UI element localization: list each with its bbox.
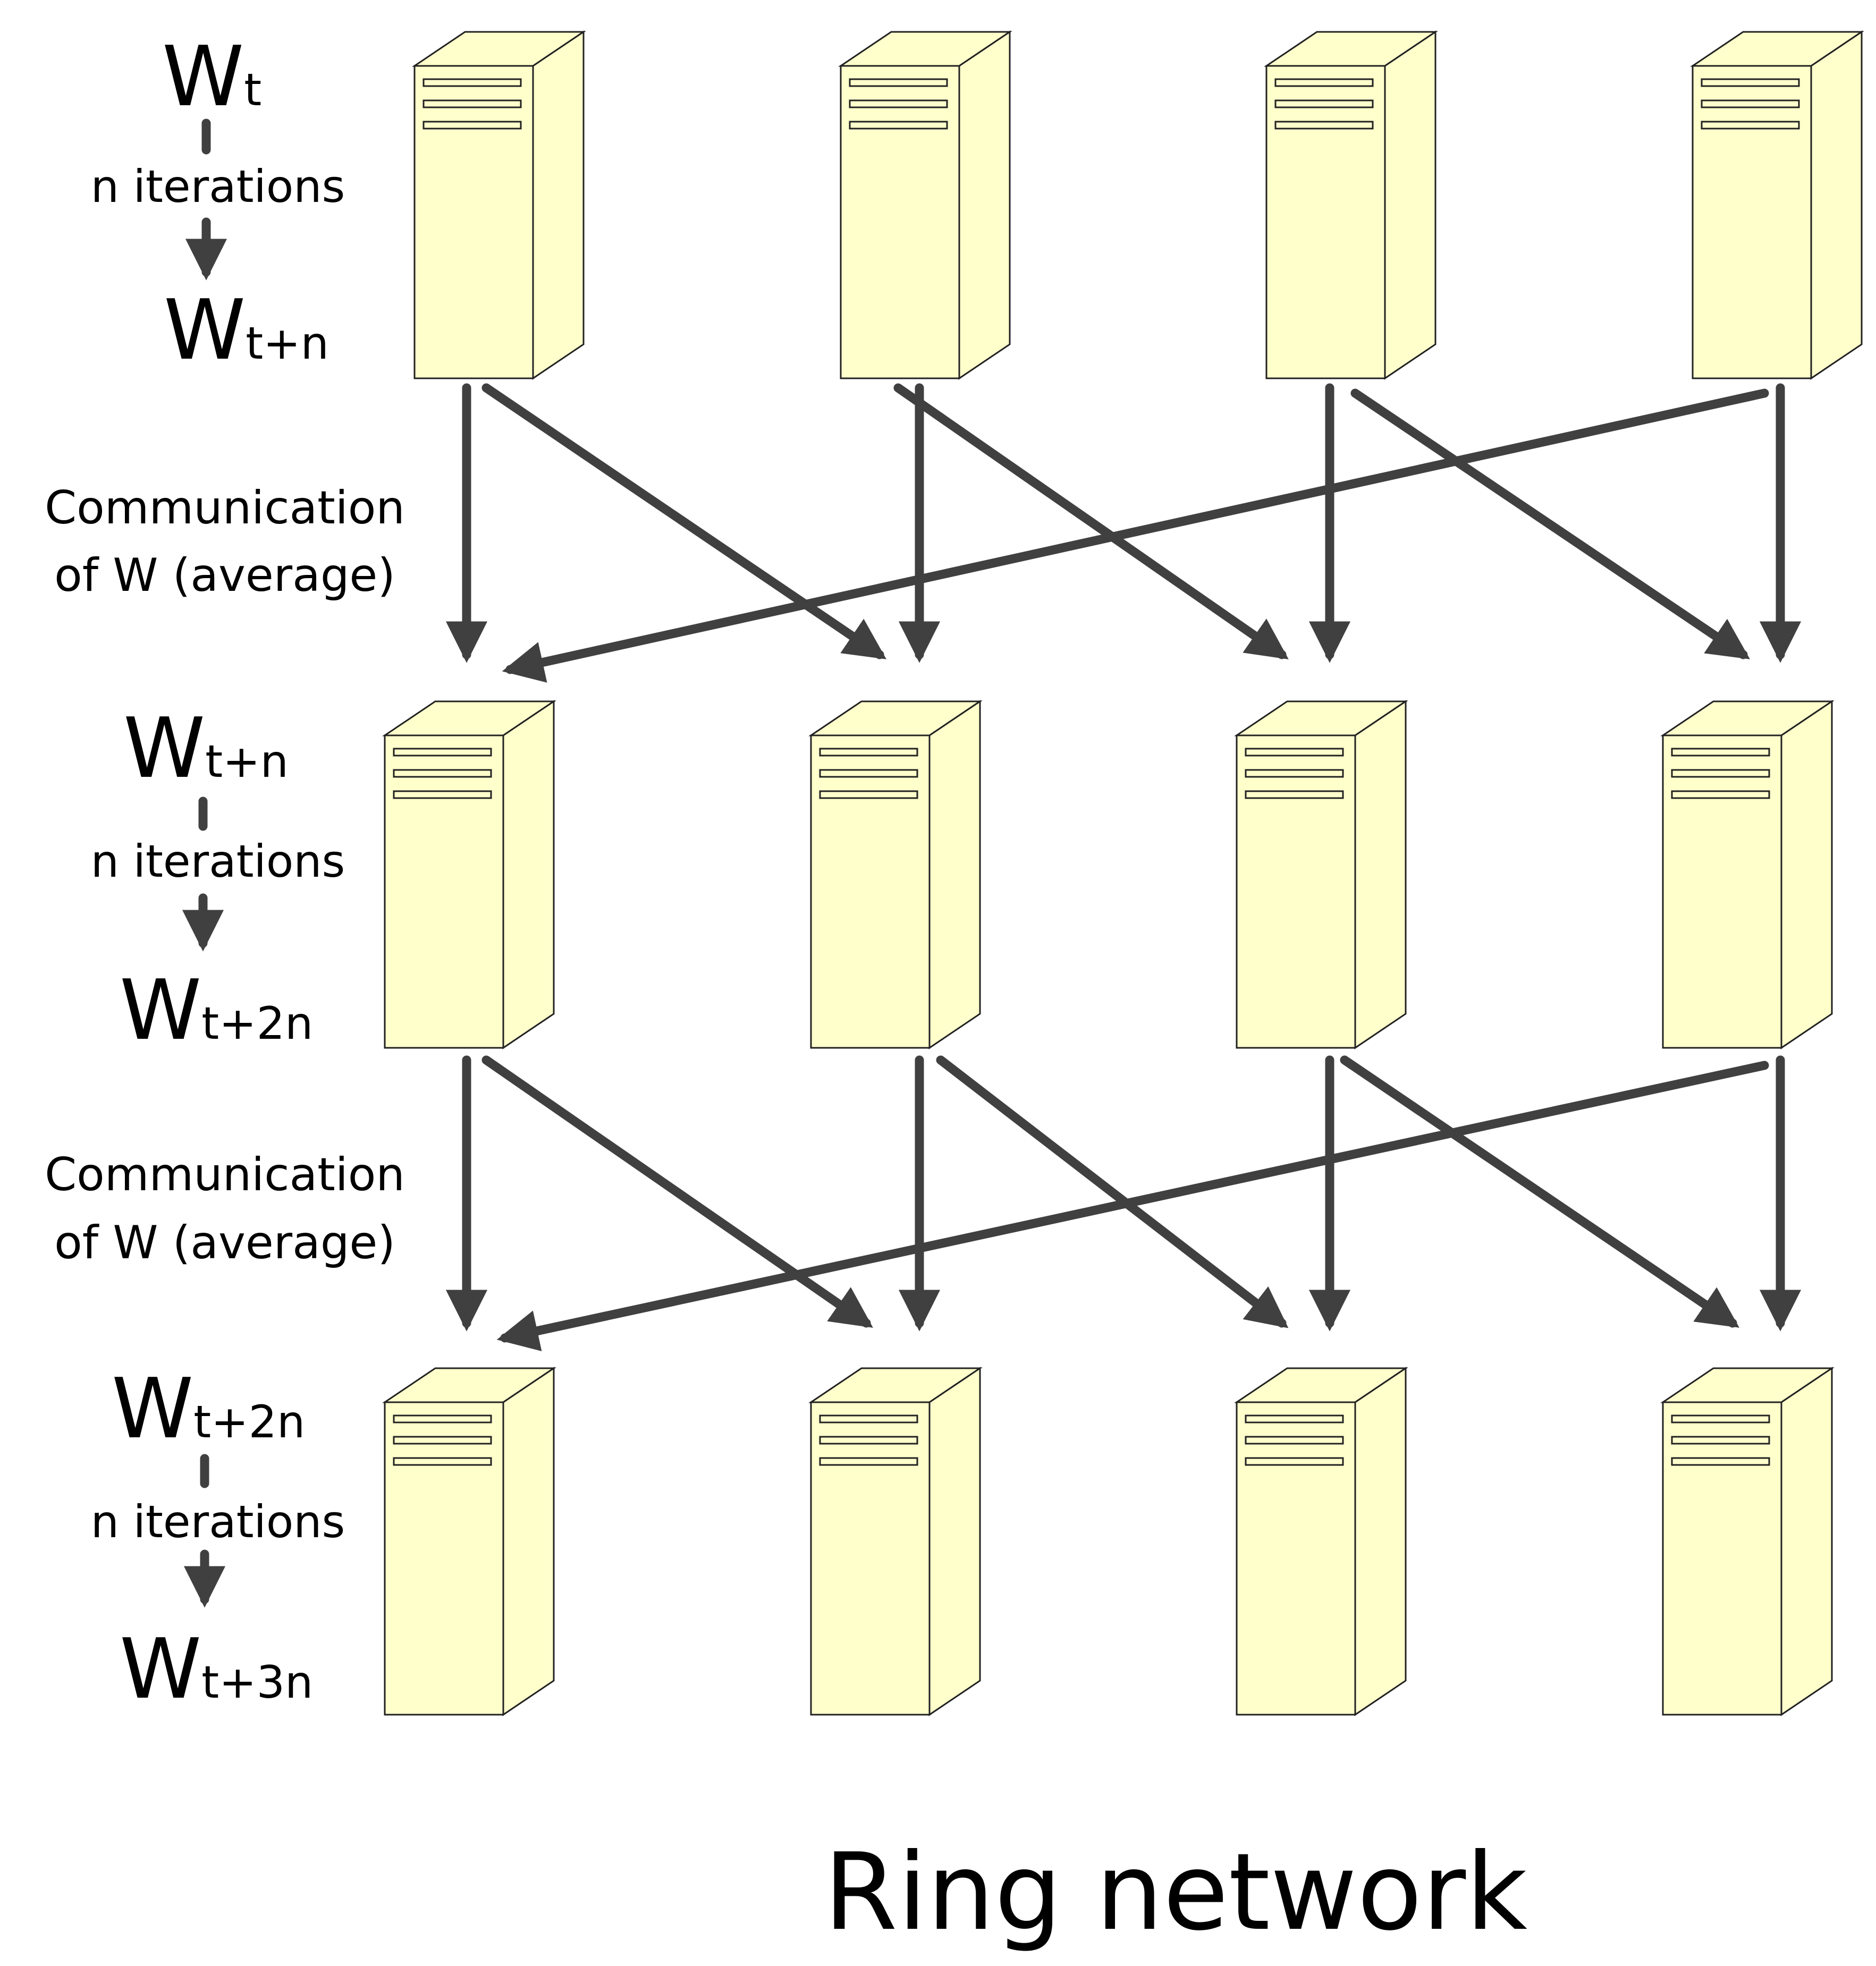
diagram-title: Ring network [824, 1831, 1527, 1954]
server-icon [1662, 700, 1833, 1049]
server-icon [810, 700, 981, 1049]
arrow-wraparound [496, 1061, 1769, 1351]
communication-label-line1: Communication [45, 481, 405, 535]
server-icon [1236, 1367, 1407, 1716]
weight-label-end: Wt+n [164, 282, 329, 378]
arrow-diagonal [481, 1055, 873, 1328]
arrow-diagonal [481, 383, 886, 659]
communication-label-1: Communication of W (average) [45, 481, 405, 602]
communication-label-2: Communication of W (average) [45, 1148, 405, 1269]
server-row-3 [384, 1367, 1833, 1716]
server-row-2 [384, 700, 1833, 1049]
communication-label-line2: of W (average) [54, 1216, 395, 1269]
server-icon [384, 700, 555, 1049]
row-1-labels: Wt n iterations Wt+n [91, 28, 345, 378]
server-row-1 [413, 31, 1863, 379]
arrow-diagonal [1340, 1055, 1739, 1328]
server-icon [810, 1367, 981, 1716]
arrow-wraparound [502, 388, 1769, 683]
server-icon [1265, 31, 1436, 379]
communication-arrows-1 [445, 383, 1802, 683]
row-3-labels: Wt+2n n iterations Wt+3n [91, 1360, 345, 1717]
server-icon [1662, 1367, 1833, 1716]
iterations-label: n iterations [91, 835, 345, 887]
arrow-diagonal [893, 383, 1289, 659]
server-icon [1236, 700, 1407, 1049]
row-2-labels: Wt+n n iterations Wt+2n [91, 700, 345, 1058]
communication-label-line2: of W (average) [54, 549, 395, 602]
weight-label-start: Wt+n [123, 700, 289, 796]
communication-arrows-2 [445, 1055, 1802, 1351]
server-icon [1692, 31, 1863, 379]
server-icon [413, 31, 585, 379]
communication-label-line1: Communication [45, 1148, 405, 1201]
weight-label-start: Wt+2n [112, 1360, 305, 1457]
iteration-arrows [182, 118, 227, 1608]
weight-label-end: Wt+3n [120, 1621, 313, 1717]
server-icon [384, 1367, 555, 1716]
weight-label-start: Wt [162, 28, 261, 125]
weight-label-end: Wt+2n [120, 962, 313, 1058]
iterations-label: n iterations [91, 1496, 345, 1548]
server-icon [840, 31, 1011, 379]
arrow-diagonal [1350, 388, 1750, 659]
arrow-diagonal [936, 1055, 1289, 1328]
iterations-label: n iterations [91, 160, 345, 213]
